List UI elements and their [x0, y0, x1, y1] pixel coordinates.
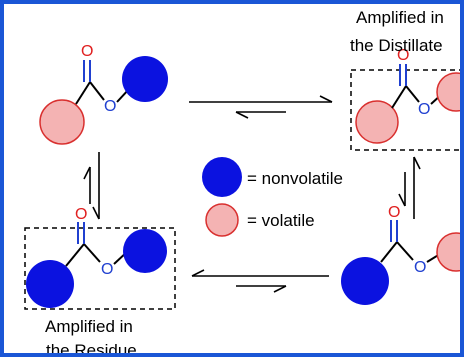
legend-nonvolatile-swatch	[202, 157, 242, 197]
carbonyl-oxygen-label: O	[388, 204, 400, 221]
volatile-group	[436, 72, 460, 112]
molecule-bottom-left: O O	[26, 206, 167, 308]
volatile-group	[355, 100, 399, 144]
ester-equilibrium-diagram: O O O O Amplified in the Distillate O O …	[24, 8, 460, 357]
residue-box	[24, 227, 176, 310]
distillate-label-line2: the Distillate	[350, 36, 443, 55]
equilibrium-arrow-bottom	[191, 269, 329, 293]
molecule-top-right: O O	[355, 47, 460, 144]
equilibrium-arrow-left	[83, 152, 100, 220]
equilibrium-arrow-top	[189, 95, 333, 119]
nonvolatile-group	[341, 257, 389, 305]
nonvolatile-group	[26, 260, 74, 308]
distillate-label-line1: Amplified in	[356, 8, 444, 27]
molecule-bottom-right: O O	[341, 204, 460, 305]
carbonyl-oxygen-label: O	[397, 47, 409, 64]
ester-oxygen-label: O	[418, 101, 430, 118]
volatile-group	[436, 232, 460, 272]
distillate-box	[350, 69, 460, 151]
molecule-top-left: O O	[39, 43, 168, 145]
ester-oxygen-label: O	[414, 259, 426, 276]
carbonyl-oxygen-label: O	[75, 206, 87, 223]
equilibrium-arrow-right	[398, 156, 421, 219]
legend-nonvolatile-label: = nonvolatile	[247, 169, 343, 188]
volatile-group	[39, 99, 85, 145]
residue-label-line1: Amplified in	[45, 317, 133, 336]
residue-label-line2: the Residue	[46, 341, 137, 357]
legend: = nonvolatile = volatile	[202, 157, 343, 237]
ester-oxygen-label: O	[104, 98, 116, 115]
legend-volatile-label: = volatile	[247, 211, 315, 230]
nonvolatile-group	[122, 56, 168, 102]
legend-volatile-swatch	[205, 203, 239, 237]
carbonyl-oxygen-label: O	[81, 43, 93, 60]
nonvolatile-group	[123, 229, 167, 273]
ester-oxygen-label: O	[101, 261, 113, 278]
